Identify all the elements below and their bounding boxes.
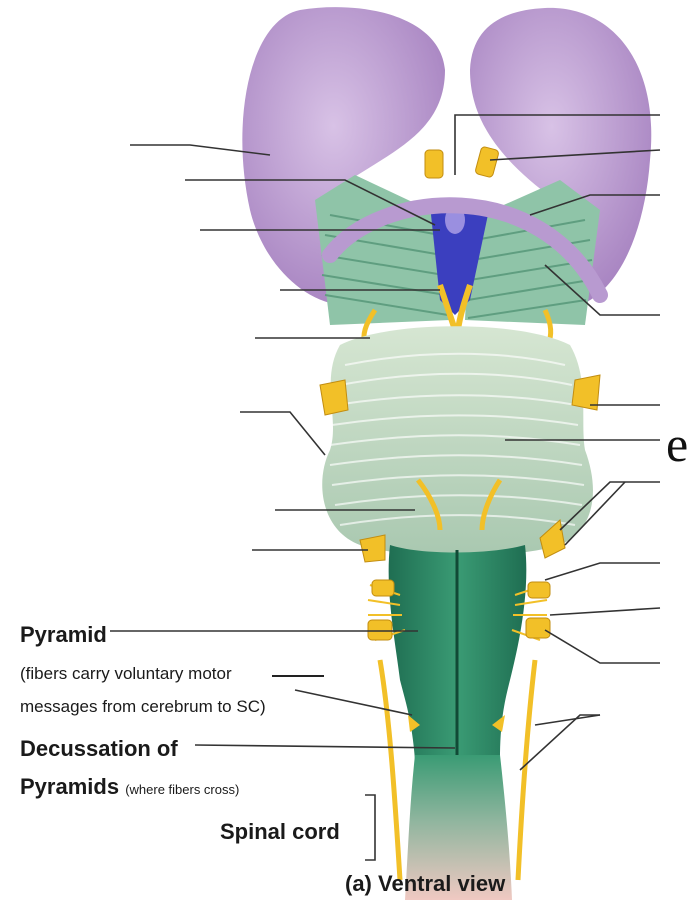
stray-glyph: e: [666, 415, 688, 473]
label-spinal-cord: Spinal cord: [220, 819, 340, 845]
pyramid-note-text-1: (fibers carry voluntary motor: [20, 664, 232, 683]
label-pyramid: Pyramid: [20, 622, 107, 648]
strikethrough-mark: [272, 675, 324, 677]
decussation-note: (where fibers cross): [125, 782, 239, 797]
label-decussation-line1: Decussation of: [20, 736, 178, 762]
decussation-pyramids-text: Pyramids: [20, 774, 119, 799]
figure-caption: (a) Ventral view: [345, 871, 505, 897]
label-decussation-line2: Pyramids (where fibers cross): [20, 774, 239, 800]
label-pyramid-note-line1: (fibers carry voluntary motor: [20, 664, 232, 684]
label-pyramid-note-line2: messages from cerebrum to SC): [20, 697, 266, 717]
